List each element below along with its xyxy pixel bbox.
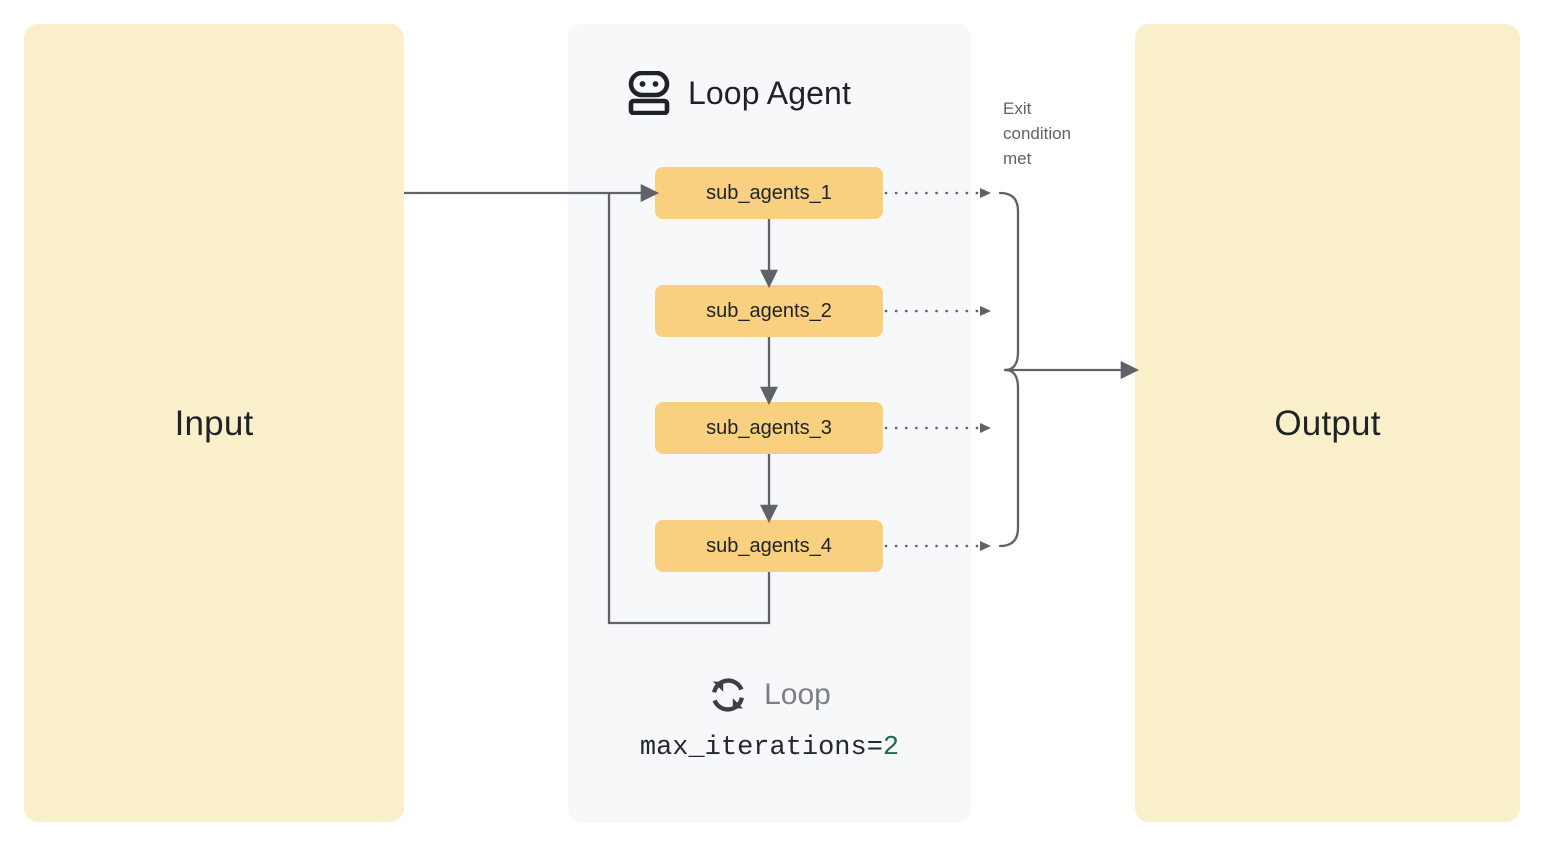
output-label: Output (1274, 403, 1381, 443)
sub-agent-label-2: sub_agents_2 (706, 300, 832, 322)
loop-row: Loop (568, 668, 971, 722)
loop-label: Loop (764, 678, 831, 711)
output-panel: Output (1135, 24, 1520, 822)
max-iterations-text: max_iterations=2 (568, 732, 971, 764)
max-iterations-key: max_iterations= (639, 733, 883, 763)
sub-agent-box-1[interactable]: sub_agents_1 (655, 167, 883, 219)
input-label: Input (174, 403, 254, 443)
sub-agent-box-3[interactable]: sub_agents_3 (655, 402, 883, 454)
loop-agent-title: Loop Agent (688, 75, 851, 111)
loop-agent-header: Loop Agent (628, 68, 851, 118)
exit-condition-note: Exit condition met (1003, 99, 1072, 168)
sub-agent-label-3: sub_agents_3 (706, 417, 832, 439)
loop-footer: Loop max_iterations=2 (568, 668, 971, 764)
sub-agent-label-4: sub_agents_4 (706, 535, 832, 557)
sub-agent-box-4[interactable]: sub_agents_4 (655, 520, 883, 572)
input-panel: Input (24, 24, 404, 822)
robot-icon (628, 71, 670, 115)
max-iterations-value: 2 (882, 733, 900, 763)
connector-exit-collector-bus (998, 191, 1020, 548)
sub-agent-box-2[interactable]: sub_agents_2 (655, 285, 883, 337)
loop-refresh-icon (708, 675, 748, 715)
sub-agent-label-1: sub_agents_1 (706, 182, 832, 204)
